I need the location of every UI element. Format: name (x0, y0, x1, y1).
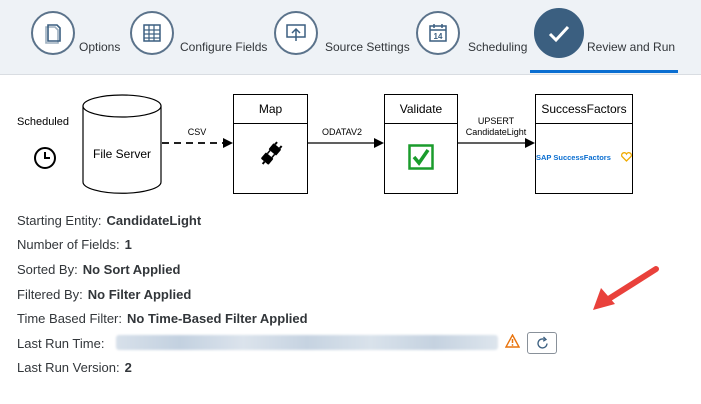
number-of-fields-row: Number of Fields: 1 (17, 237, 132, 252)
last-run-version-value: 2 (124, 360, 132, 375)
last-run-time-label: Last Run Time: (17, 336, 105, 351)
number-of-fields-label: Number of Fields: (17, 237, 120, 252)
calendar-icon: 14 (416, 11, 460, 55)
csv-label: CSV (187, 127, 207, 137)
starting-entity-row: Starting Entity: CandidateLight (17, 213, 201, 228)
table-grid-icon (130, 11, 174, 55)
heart-logo-icon (621, 152, 632, 162)
step-label: Scheduling (468, 40, 528, 54)
last-run-time-value-blurred (116, 335, 498, 350)
sorted-by-row: Sorted By: No Sort Applied (17, 262, 180, 277)
step-label: Options (79, 40, 121, 54)
last-run-version-row: Last Run Version: 2 (17, 360, 132, 375)
step-label: Configure Fields (180, 40, 268, 54)
active-step-indicator (530, 70, 678, 73)
filtered-by-value: No Filter Applied (87, 287, 192, 302)
sorted-by-label: Sorted By: (17, 262, 78, 277)
scheduled-label: Scheduled (17, 116, 69, 128)
refresh-button[interactable] (527, 332, 557, 354)
file-server-label: File Server (93, 147, 152, 161)
last-run-time-row: Last Run Time: (17, 336, 104, 351)
successfactors-box-title: SuccessFactors (536, 95, 632, 124)
checkmark-icon (534, 8, 584, 58)
validate-box: Validate (384, 94, 458, 194)
starting-entity-value: CandidateLight (106, 213, 202, 228)
step-label: Review and Run (587, 40, 676, 54)
map-box-title: Map (234, 95, 307, 124)
document-icon (31, 11, 75, 55)
green-checkbox-icon (408, 144, 434, 170)
calendar-day: 14 (434, 32, 443, 41)
refresh-icon (537, 336, 548, 349)
warning-icon[interactable] (505, 334, 520, 348)
time-filter-value: No Time-Based Filter Applied (127, 311, 308, 326)
file-server-cylinder (82, 94, 162, 194)
sorted-by-value: No Sort Applied (82, 262, 181, 277)
number-of-fields-value: 1 (124, 237, 132, 252)
starting-entity-label: Starting Entity: (17, 213, 102, 228)
time-filter-label: Time Based Filter: (17, 311, 122, 326)
step-label: Source Settings (325, 40, 410, 54)
map-box: Map (233, 94, 308, 194)
validate-box-title: Validate (385, 95, 457, 124)
flow-connectors (162, 138, 535, 148)
last-run-version-label: Last Run Version: (17, 360, 120, 375)
clock-icon (34, 147, 56, 169)
successfactors-box: SuccessFactors SAP SuccessFactors (535, 94, 633, 194)
filtered-by-label: Filtered By: (17, 287, 83, 302)
annotation-arrow (593, 266, 659, 310)
wizard-step-bar: Options Configure Fields Source Settings (0, 0, 701, 75)
upsert-label: UPSERT (477, 116, 515, 126)
odata-label: ODATAV2 (321, 127, 362, 137)
plug-connector-icon (261, 141, 283, 165)
upload-screen-icon (274, 11, 318, 55)
filtered-by-row: Filtered By: No Filter Applied (17, 287, 191, 302)
time-based-filter-row: Time Based Filter: No Time-Based Filter A… (17, 311, 308, 326)
sap-successfactors-logo: SAP SuccessFactors (536, 153, 611, 162)
upsert-entity-label: CandidateLight (465, 127, 527, 137)
